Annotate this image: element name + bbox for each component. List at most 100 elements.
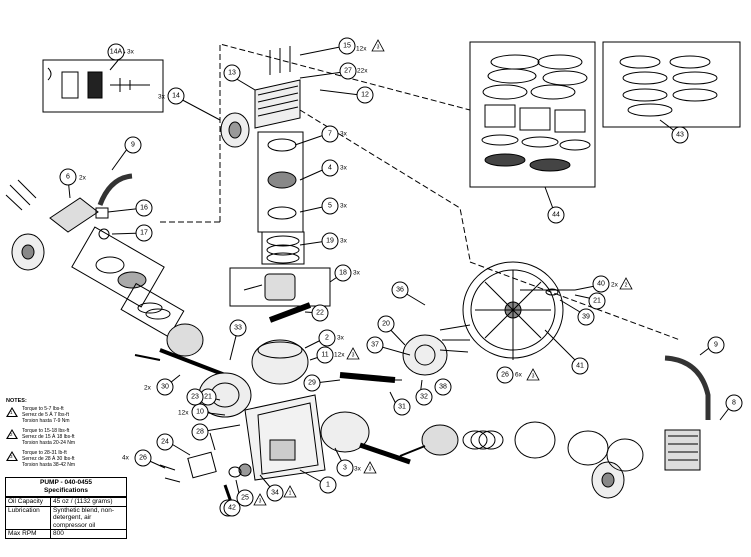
- callout-30: 30: [156, 378, 174, 396]
- callout-14A: 14A: [107, 43, 125, 61]
- quantity-label: 3x: [340, 131, 348, 138]
- callout-26: 26: [496, 366, 514, 384]
- callout-18: 18: [334, 264, 352, 282]
- callout-3: 3: [336, 459, 354, 477]
- callout-label: 5: [328, 203, 332, 210]
- quantity-label: 3x: [353, 270, 361, 277]
- callout-1: 1: [319, 476, 337, 494]
- gasket-set-43: [619, 55, 718, 117]
- gasket-kit-box-43: [602, 41, 741, 128]
- callout-25: 25: [236, 489, 254, 507]
- callout-label: 29: [308, 380, 316, 387]
- quantity-label: 22x: [357, 68, 368, 75]
- callout-5: 5: [321, 197, 339, 215]
- callout-label: 24: [161, 439, 169, 446]
- callout-21: 21: [199, 388, 217, 406]
- spec-title: PUMP - 040-0455: [40, 479, 92, 486]
- callout-label: 1: [326, 482, 330, 489]
- gasket-24: [187, 451, 217, 479]
- spec-label: Max RPM: [6, 529, 51, 538]
- callout-33: 33: [229, 319, 247, 337]
- callout-label: 43: [676, 132, 684, 139]
- callout-label: 30: [161, 384, 169, 391]
- callout-label: 9: [714, 342, 718, 349]
- callout-24: 24: [156, 433, 174, 451]
- note-line: Torque to 28-31 lb-ft: [22, 450, 67, 456]
- oil-sight-glass: [238, 463, 252, 477]
- torque-triangle-icon: 3: [6, 451, 18, 461]
- callout-42: 42: [223, 499, 241, 517]
- callout-label: 10: [196, 409, 204, 416]
- quantity-label: 2x: [144, 385, 152, 392]
- callout-39: 39: [577, 308, 595, 326]
- callout-label: 7: [328, 131, 332, 138]
- assembly-dash-line: [469, 261, 681, 341]
- note-line: Torque to 15-18 lbs-ft: [22, 428, 70, 434]
- quantity-label: 3x: [340, 238, 348, 245]
- callout-41: 41: [571, 357, 589, 375]
- filter-bolt-icon: [110, 78, 150, 92]
- torque-triangle-icon: 3: [526, 368, 540, 381]
- crankshaft-31: [339, 372, 396, 383]
- callout-2: 2: [318, 329, 336, 347]
- notes-heading: NOTES:: [6, 398, 27, 404]
- callout-label: 33: [234, 325, 242, 332]
- callout-label: 32: [420, 394, 428, 401]
- callout-label: 37: [371, 342, 379, 349]
- spec-label: Oil Capacity: [6, 497, 51, 506]
- quantity-label: 12x: [178, 410, 189, 417]
- callout-21: 21: [588, 292, 606, 310]
- connecting-rod-22: [268, 302, 312, 323]
- manifold-bolts: [5, 179, 37, 211]
- torque-mark-label: 3: [259, 499, 262, 505]
- spec-label: Lubrication: [6, 505, 51, 530]
- callout-40: 40: [592, 275, 610, 293]
- callout-9: 9: [707, 336, 725, 354]
- quantity-label: 4x: [122, 455, 130, 462]
- callout-label: 15: [343, 43, 351, 50]
- callout-label: 31: [398, 404, 406, 411]
- callout-29: 29: [303, 374, 321, 392]
- quantity-label: 3x: [340, 203, 348, 210]
- spec-value: 45 oz / (1132 grams): [50, 497, 126, 506]
- bearing-housing-38: [402, 334, 448, 376]
- callout-label: 38: [439, 384, 447, 391]
- spec-value: Synthetic blend, non-detergent, air comp…: [50, 505, 126, 530]
- cylinder-center-2: [251, 339, 309, 385]
- note-item-1: 1 Torque to 5-7 lbs-ft Serrez de 5 Á 7 l…: [6, 406, 126, 424]
- spec-row: Lubrication Synthetic blend, non-deterge…: [6, 505, 126, 530]
- callout-label: 12: [361, 92, 369, 99]
- callout-32: 32: [415, 388, 433, 406]
- ring-set-box: [261, 231, 305, 265]
- note-line: Torque to 5-7 lbs-ft: [22, 406, 64, 412]
- callout-34: 34: [266, 484, 284, 502]
- note-line: Serrez de 15 Á 18 lbs-ft: [22, 434, 75, 440]
- callout-label: 11: [321, 352, 328, 359]
- quantity-label: 3x: [354, 466, 362, 473]
- callout-26: 26: [134, 449, 152, 467]
- inset-box-14a: [42, 59, 164, 113]
- quantity-label: 12x: [334, 352, 345, 359]
- head-fins: [257, 85, 299, 117]
- callout-6: 6: [59, 168, 77, 186]
- callout-label: 28: [196, 429, 204, 436]
- piston-left: [166, 323, 204, 357]
- discharge-tube-9: [97, 173, 133, 206]
- callout-27: 27: [339, 62, 357, 80]
- head-bolts: [269, 46, 291, 75]
- callout-43: 43: [671, 126, 689, 144]
- callout-label: 14A: [110, 49, 123, 56]
- torque-triangle-icon: 3: [346, 347, 360, 360]
- torque-mark-label: 3: [377, 45, 380, 51]
- quantity-label: 3x: [127, 49, 135, 56]
- callout-label: 36: [396, 287, 404, 294]
- cylinder-right: [320, 411, 370, 453]
- callout-label: 3: [343, 465, 347, 472]
- quantity-label: 3x: [158, 94, 166, 101]
- callout-12: 12: [356, 86, 374, 104]
- note-line: Torsion hasta 20-24 Nm: [22, 440, 76, 446]
- torque-triangle-icon: 3: [253, 493, 267, 506]
- callout-label: 17: [140, 230, 148, 237]
- callout-31: 31: [393, 398, 411, 416]
- manifold-6: [49, 197, 99, 233]
